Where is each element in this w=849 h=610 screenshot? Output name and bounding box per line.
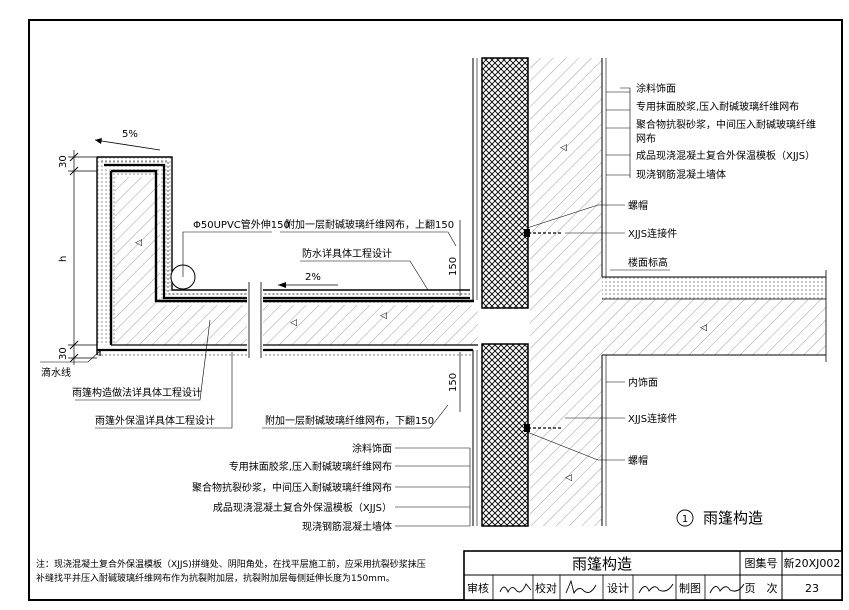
svg-text:◁: ◁ (565, 473, 572, 483)
svg-text:◁: ◁ (700, 323, 707, 333)
sheet-border (28, 19, 843, 601)
drawing-title: 雨篷构造 (572, 555, 632, 573)
wall-section (472, 57, 827, 527)
label-pipe: Φ50UPVC管外伸150 (193, 218, 290, 231)
label-drip-line: 滴水线 (41, 366, 71, 379)
dim-150-lower: 150 (448, 373, 459, 392)
label-connector-2: XJJS连接件 (628, 412, 677, 425)
label-interior-finish: 内饰面 (628, 376, 658, 389)
svg-text:◁: ◁ (560, 143, 567, 153)
atlas-number: 新20XJ002 (784, 556, 841, 570)
svg-text:◁: ◁ (290, 318, 297, 328)
label-paint-finish: 涂料饰面 (636, 82, 676, 95)
dim-30-top: 30 (58, 155, 69, 168)
label-screw-cap: 螺帽 (628, 199, 648, 212)
canopy-section: ◁ ◁ ◁ ◁ ◁ ◁ (96, 143, 707, 483)
design-label: 设计 (607, 582, 629, 595)
title-block: 雨篷构造 图集号 新20XJ002 审核 校对 设计 制图 页 次 23 (463, 550, 843, 601)
label-mesh-down: 附加一层耐碱玻璃纤维网布，下翻150 (265, 414, 434, 427)
atlas-label: 图集号 (745, 556, 778, 570)
detail-number: 1 (682, 514, 688, 525)
label-bottom-paint: 涂料饰面 (352, 442, 392, 455)
label-canopy-method: 雨篷构造做法详具体工程设计 (72, 386, 202, 399)
label-concrete-wall: 现浇钢筋混凝土墙体 (636, 168, 726, 181)
label-bottom-formwork: 成品现浇混凝土复合外保温模板（XJJS） (213, 501, 392, 514)
label-screw-cap-2: 螺帽 (628, 454, 648, 467)
signature-review (499, 583, 532, 594)
svg-text:◁: ◁ (135, 238, 142, 248)
label-connector: XJJS连接件 (628, 227, 677, 240)
dim-150-upper: 150 (448, 257, 459, 276)
note: 注：现浇混凝土复合外保温模板（XJJS)拼缝处、阴阳角处，在找平层施工前，应采用… (36, 558, 426, 584)
signature-check (565, 579, 597, 595)
label-bottom-plaster: 专用抹面胶浆,压入耐碱玻璃纤维网布 (229, 460, 392, 473)
slope-mid-label: 2% (305, 272, 321, 283)
review-label: 审核 (467, 581, 489, 595)
draw-label: 制图 (679, 582, 701, 595)
note-line-1: 注：现浇混凝土复合外保温模板（XJJS)拼缝处、阴阳角处，在找平层施工前，应采用… (36, 558, 426, 570)
label-crack-mortar-a: 聚合物抗裂砂浆，中间压入耐碱玻璃纤维 (636, 118, 816, 131)
slope-top-label: 5% (122, 129, 138, 140)
note-line-2: 补缝找平并压入耐碱玻璃纤维网布作为抗裂附加层，抗裂附加层每侧延伸长度为150mm… (36, 572, 395, 584)
labels-right-mid: 螺帽 XJJS连接件 楼面标高 内饰面 XJJS连接件 螺帽 (628, 199, 677, 467)
label-bottom-wall: 现浇钢筋混凝土墙体 (302, 520, 392, 533)
slope-indicators: 5% 2% (94, 129, 338, 288)
label-waterproof: 防水详具体工程设计 (302, 247, 392, 260)
check-label: 校对 (535, 581, 557, 595)
leader-lines (40, 87, 670, 527)
labels-bottom: 涂料饰面 专用抹面胶浆,压入耐碱玻璃纤维网布 聚合物抗裂砂浆，中间压入耐碱玻璃纤… (192, 442, 392, 533)
dim-h: h (58, 256, 69, 262)
labels-canopy: Φ50UPVC管外伸150 附加一层耐碱玻璃纤维网布，上翻150 防水详具体工程… (41, 218, 454, 427)
label-mesh-up: 附加一层耐碱玻璃纤维网布，上翻150 (285, 218, 454, 231)
label-xjjs-formwork: 成品现浇混凝土复合外保温模板（XJJS） (636, 149, 815, 162)
detail-callout: 1 雨篷构造 (676, 509, 763, 527)
label-bottom-mortar: 聚合物抗裂砂浆，中间压入耐碱玻璃纤维网布 (192, 481, 392, 494)
dim-30-bottom: 30 (58, 347, 69, 360)
labels-top-right: 涂料饰面 专用抹面胶浆,压入耐碱玻璃纤维网布 聚合物抗裂砂浆，中间压入耐碱玻璃纤… (636, 82, 816, 181)
label-special-plaster: 专用抹面胶浆,压入耐碱玻璃纤维网布 (636, 100, 799, 113)
signature-draw (709, 583, 745, 594)
label-crack-mortar-b: 网布 (636, 133, 656, 145)
label-floor-level: 楼面标高 (628, 256, 668, 269)
page-label: 页 次 (745, 581, 778, 595)
detail-name: 雨篷构造 (703, 509, 763, 527)
signature-design (638, 583, 674, 594)
svg-text:◁: ◁ (380, 311, 387, 321)
label-canopy-insulation: 雨篷外保温详具体工程设计 (95, 414, 215, 427)
page-number: 23 (805, 582, 819, 595)
